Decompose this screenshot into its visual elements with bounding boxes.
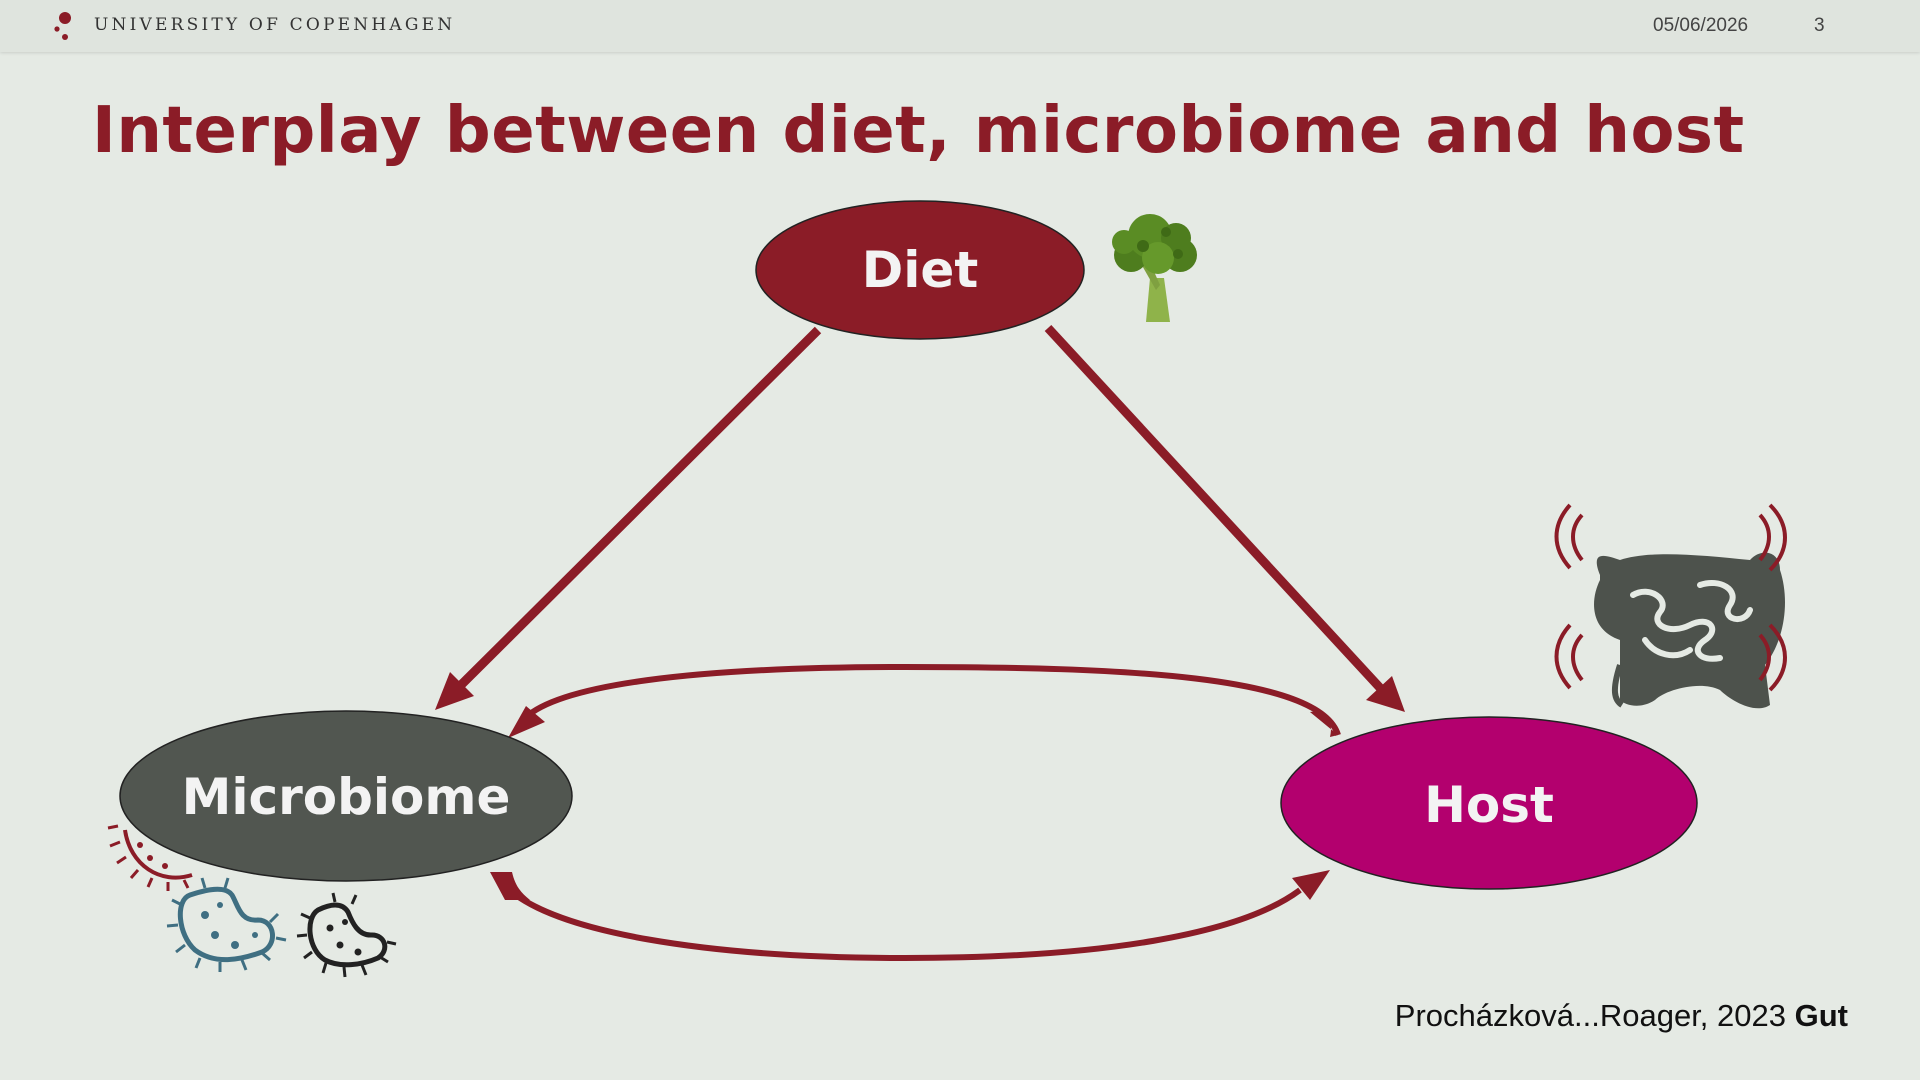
citation-journal: Gut [1794,998,1848,1033]
citation-authors: Procházková...Roager, 2023 [1394,998,1786,1033]
node-host-label: Host [1424,776,1554,834]
university-logo-icon [54,12,71,40]
citation: Procházková...Roager, 2023 Gut [1395,998,1848,1034]
arrow-host-to-microbiome [508,663,1341,738]
node-microbiome: Microbiome [119,710,573,882]
node-host: Host [1280,716,1698,890]
page-number: 3 [1814,15,1825,36]
intestine-icon [1554,503,1787,709]
node-diet-label: Diet [862,241,978,299]
slide-date: 05/06/2026 [1653,15,1749,36]
bacteria-icon [107,824,397,978]
broccoli-icon [1112,214,1197,322]
header-bar: UNIVERSITY OF COPENHAGEN 05/06/2026 3 [0,0,1920,52]
arrow-microbiome-to-host [490,870,1330,962]
slide-title: Interplay between diet, microbiome and h… [92,94,1745,168]
arrow-diet-to-microbiome [435,326,822,710]
institution-name: UNIVERSITY OF COPENHAGEN [94,15,456,35]
node-microbiome-label: Microbiome [182,768,511,826]
node-diet: Diet [755,200,1085,340]
arrow-diet-to-host [1044,324,1405,712]
